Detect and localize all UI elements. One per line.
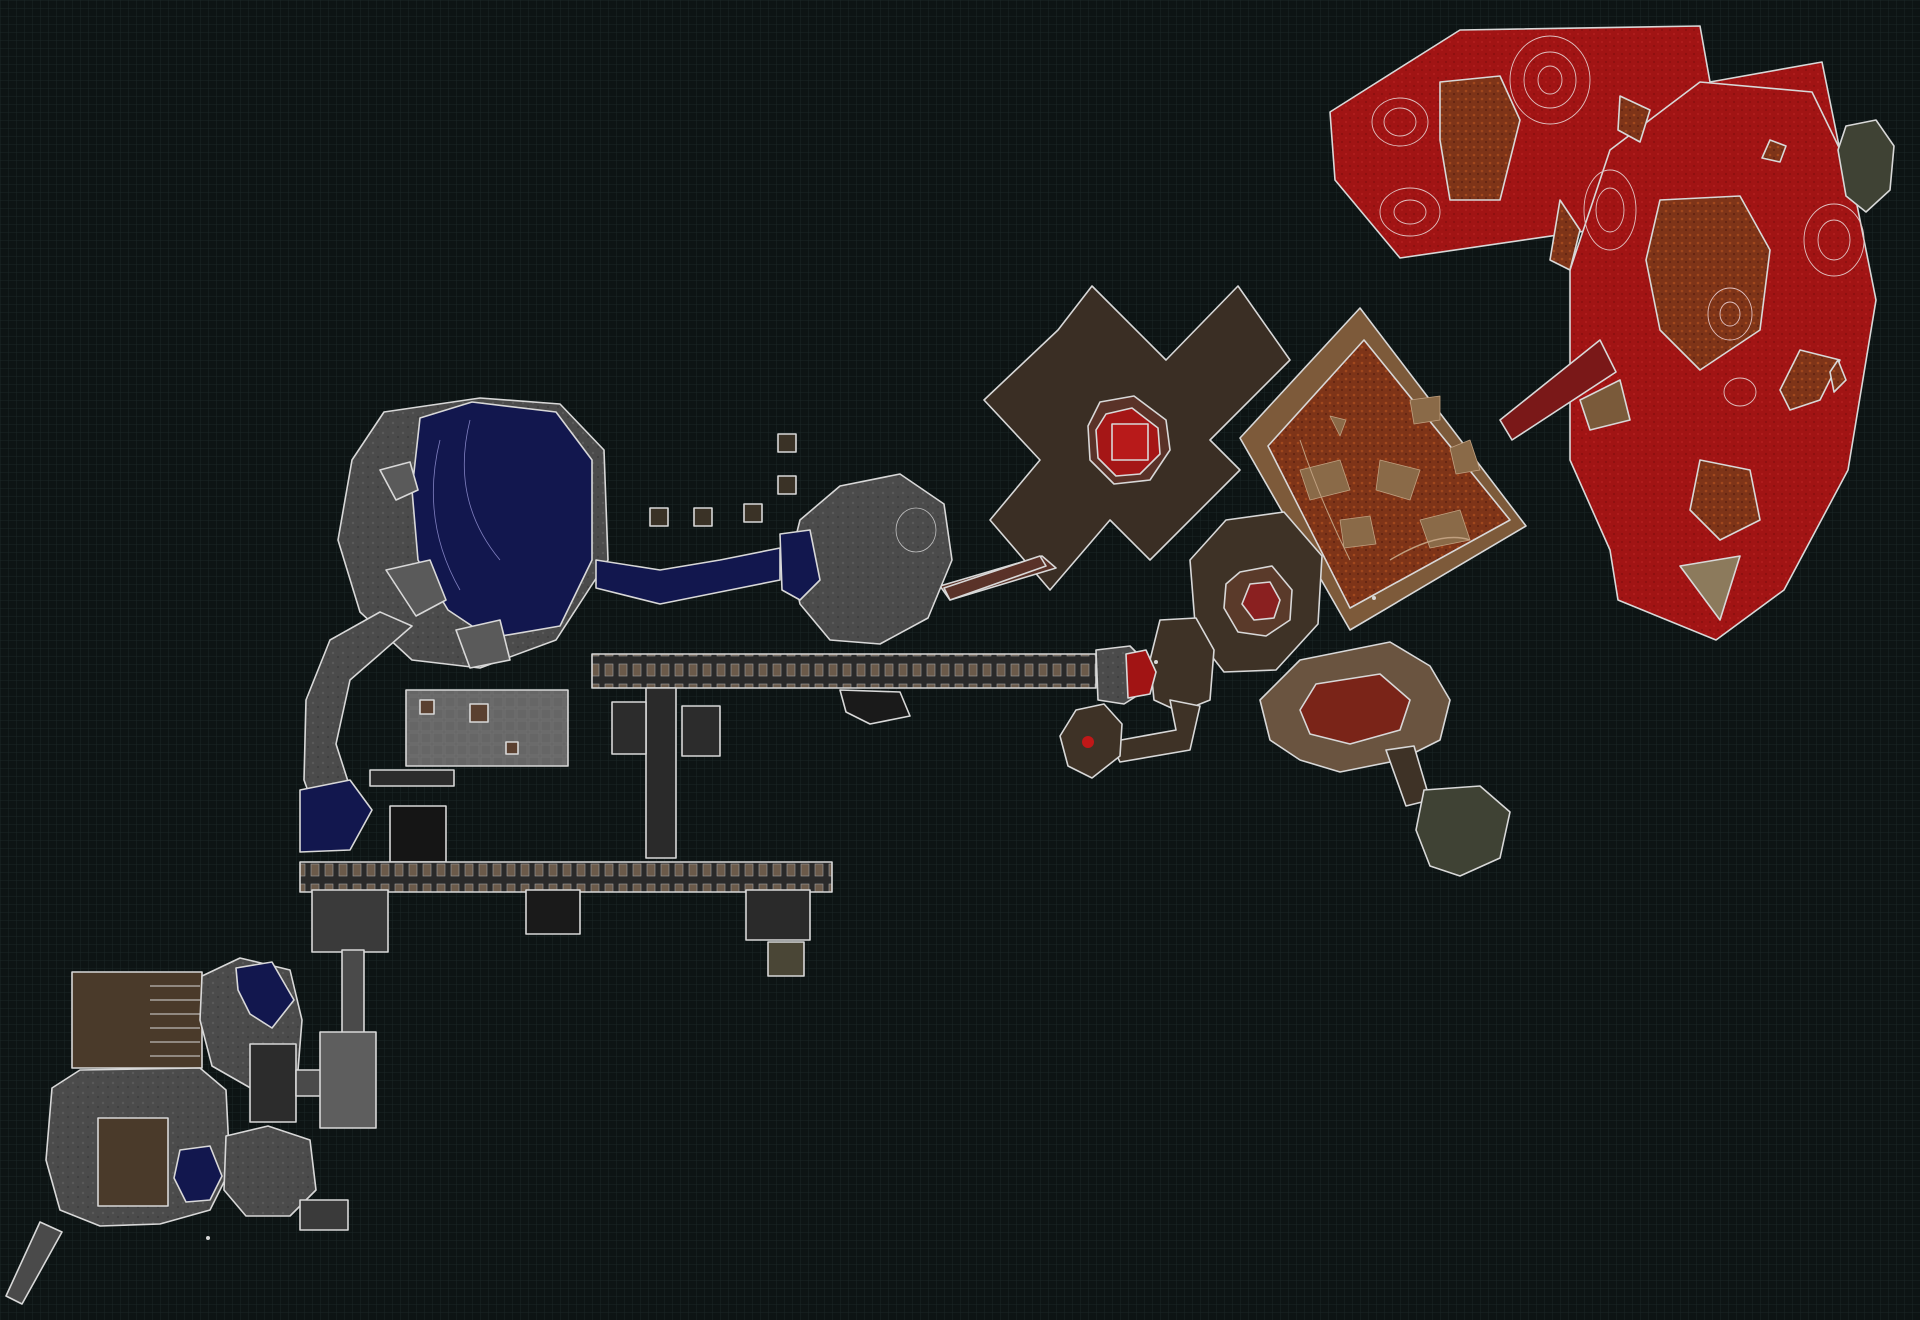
vert-corridor [645,687,677,859]
rock-pod-swirl [895,507,937,553]
hub-west-corridor [1109,699,1201,763]
crate-1 [649,507,669,527]
conveyor-lower [299,861,833,893]
sw-dark-room [249,1043,297,1123]
spiral-5 [1707,287,1753,341]
sw-grey-hall [319,1031,377,1129]
link-corridor [369,769,455,787]
blood-ramp [1499,339,1617,441]
small-room-a [611,701,647,755]
lower-room-c [745,889,811,941]
crate-4 [777,475,797,495]
conveyor-end-blood [1125,649,1157,699]
lava-patch-5 [1689,459,1761,541]
marker-1 [1154,660,1158,664]
pod-corridor [943,555,1047,601]
tech-crate-1 [419,699,435,715]
water-pool-west [411,401,593,639]
se-cluster-inner [1299,673,1411,745]
sand-patch-left [1579,379,1631,431]
spiral-3 [1379,187,1441,237]
marker-2 [1372,596,1376,600]
lava-patch-1 [1439,75,1521,201]
tech-crate-3 [505,741,519,755]
wood-room-south [97,1117,169,1207]
lava-patch-2 [1617,95,1651,143]
lava-patch-7 [1761,139,1787,163]
crate-3 [743,503,763,523]
lower-crate [767,941,805,977]
lower-room-b [525,889,581,935]
stair-corridor [341,949,365,1037]
sw-water-pool [173,1145,223,1203]
lava-patch-8 [1829,359,1847,393]
rock-boulder-2 [385,559,447,617]
se-moss-pod [1415,785,1511,877]
crate-5 [777,433,797,453]
sw-pod-pit [1082,736,1094,748]
lava-wedge-crack [1389,536,1471,561]
sw-exit-tunnel [5,1221,63,1305]
debris-under-upper [839,689,911,725]
water-pod-east [779,529,821,601]
spiral-6 [1803,203,1865,277]
lava-patch-3 [1645,195,1771,371]
spiral-2 [1509,35,1591,125]
moss-pod [1837,119,1895,213]
rock-boulder-1 [379,461,419,501]
tech-crate-2 [469,703,489,723]
lava-patch-6 [1549,199,1581,271]
lava-patch-4 [1779,349,1841,411]
small-room-b [681,705,721,757]
marker-3 [206,1236,210,1240]
hub-west-room [1149,617,1215,713]
crate-2 [693,507,713,527]
sw-east-water [235,961,295,1029]
wood-room-north [71,971,203,1069]
water-streak [463,419,501,561]
rock-boulder-3 [455,619,511,669]
spiral-7 [1723,377,1757,407]
spiral-4 [1583,169,1637,251]
sw-south-corridor [299,1199,349,1231]
cross-room-core [1111,423,1149,461]
water-trail [299,779,373,853]
sand-triangle [1679,555,1741,621]
spiral-1 [1371,97,1429,147]
water-channel [595,547,781,605]
conveyor-upper [591,653,1097,689]
lower-room-a [311,889,389,953]
dark-room [389,805,447,863]
sw-bridge [295,1069,323,1097]
